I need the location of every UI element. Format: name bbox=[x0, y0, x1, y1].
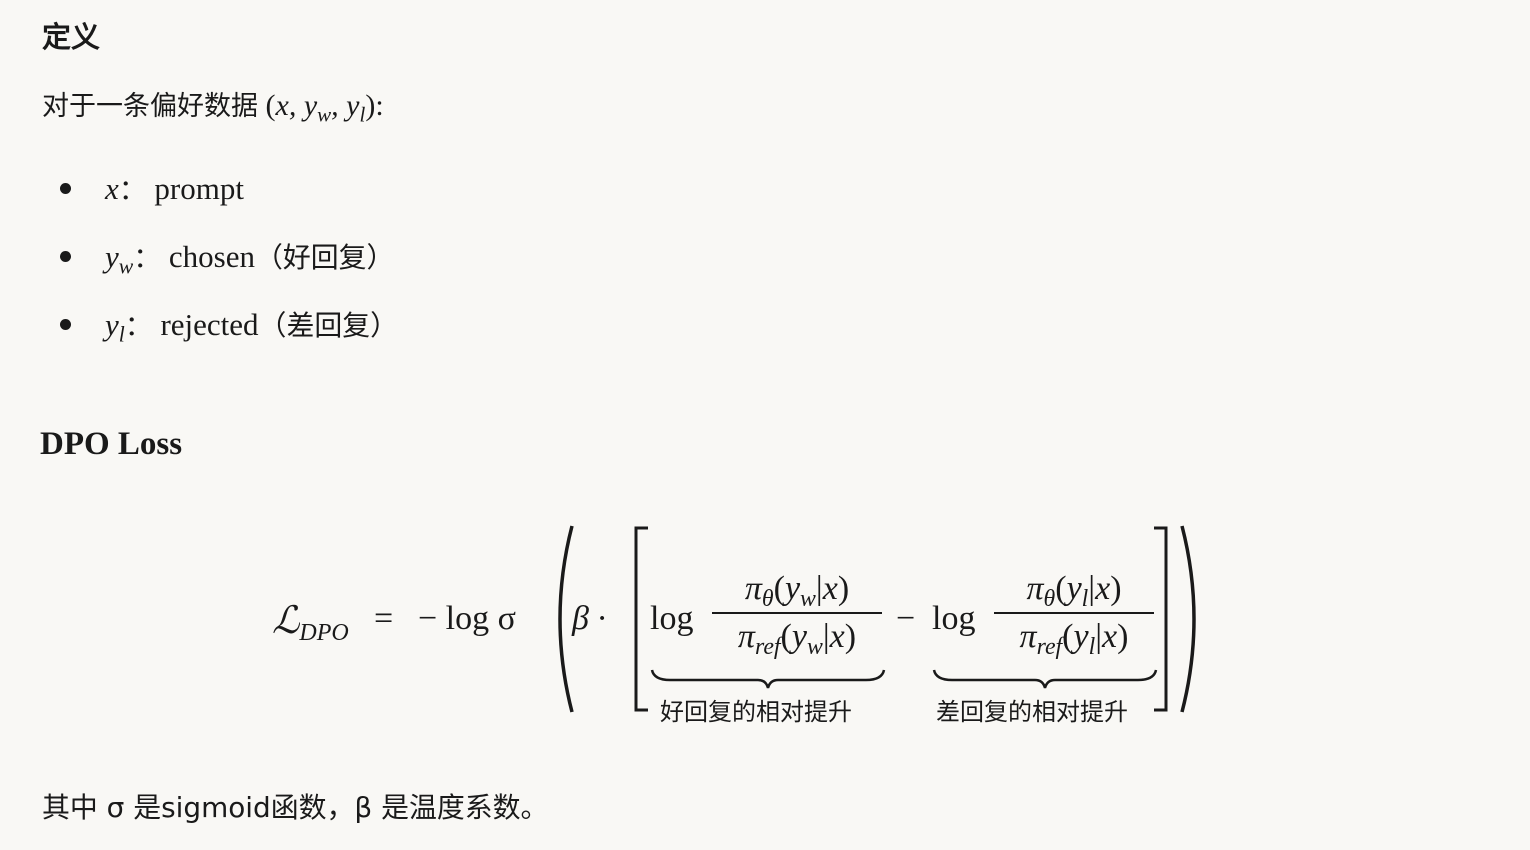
term2-log: log bbox=[932, 600, 976, 637]
item-label: rejected bbox=[160, 307, 259, 342]
item-symbol: y bbox=[105, 239, 119, 274]
underbrace-icon bbox=[932, 669, 1158, 689]
item-label: prompt bbox=[154, 171, 244, 206]
intro-tuple: (x, yw, yl) bbox=[265, 89, 376, 127]
term2-fraction: πθ(yl|x) πref(yl|x) bbox=[994, 570, 1154, 659]
item-subscript: w bbox=[118, 254, 134, 279]
right-paren-icon bbox=[1180, 525, 1196, 713]
term2-brace-label: 差回复的相对提升 bbox=[936, 698, 1128, 726]
item-symbol: x bbox=[105, 171, 119, 206]
list-item-yw: yw： chosen（好回复） bbox=[60, 236, 395, 279]
term1-log: log bbox=[650, 600, 694, 637]
dpo-loss-equation: ℒDPO = − log σ β · log πθ(yw|x) πref(yw|… bbox=[272, 520, 1232, 730]
beta-dot: β · bbox=[572, 600, 606, 637]
list-item-x: x： prompt bbox=[60, 168, 244, 208]
bullet-icon bbox=[60, 183, 71, 195]
bullet-icon bbox=[60, 251, 71, 263]
minus-sign: − bbox=[896, 600, 916, 637]
item-label: chosen bbox=[168, 239, 255, 274]
loss-lhs: ℒDPO bbox=[272, 600, 349, 647]
left-bracket-icon bbox=[634, 526, 648, 712]
left-paren-icon bbox=[558, 525, 574, 713]
definition-intro: 对于一条偏好数据 (x, yw, yl): bbox=[42, 84, 384, 127]
equals-sign: = bbox=[374, 600, 394, 637]
definition-heading: 定义 bbox=[42, 20, 101, 54]
term1-brace-label: 好回复的相对提升 bbox=[660, 698, 852, 726]
neg-log-sigma: − log σ bbox=[418, 600, 516, 637]
item-symbol: y bbox=[105, 307, 119, 342]
item-note: （好回复） bbox=[254, 241, 395, 274]
loss-heading: DPO Loss bbox=[40, 426, 183, 462]
intro-colon: : bbox=[375, 89, 384, 122]
footer-note: 其中 σ 是sigmoid函数，β 是温度系数。 bbox=[42, 786, 548, 826]
item-subscript: l bbox=[118, 322, 125, 347]
underbrace-icon bbox=[650, 669, 886, 689]
right-bracket-icon bbox=[1154, 526, 1168, 712]
term1-fraction: πθ(yw|x) πref(yw|x) bbox=[712, 570, 882, 659]
item-note: （差回复） bbox=[258, 309, 399, 342]
footer-text: 其中 σ 是sigmoid函数，β 是温度系数。 bbox=[42, 791, 549, 824]
list-item-yl: yl： rejected（差回复） bbox=[60, 304, 399, 347]
bullet-icon bbox=[60, 319, 71, 331]
intro-text: 对于一条偏好数据 bbox=[42, 91, 258, 122]
